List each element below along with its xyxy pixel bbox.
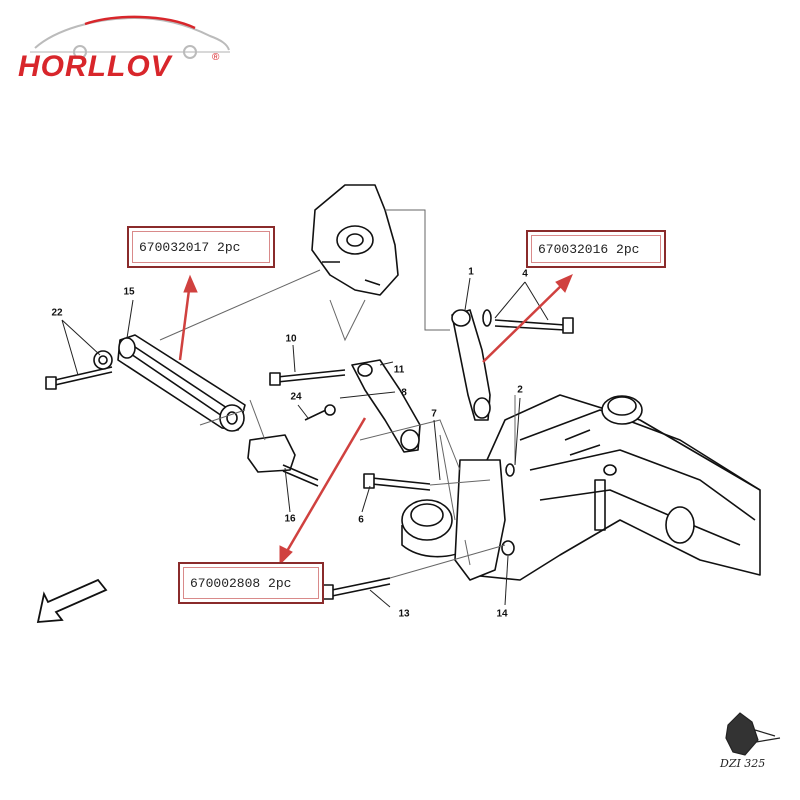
part-label-6: 6	[358, 514, 364, 526]
callout-part-670002808: 670002808 2pc	[178, 562, 324, 604]
bolts	[45, 309, 574, 600]
lateral-link-15	[117, 334, 246, 432]
part-label-24: 24	[290, 391, 302, 403]
part-label-8: 8	[401, 387, 407, 399]
callout-text: 670032017 2pc	[139, 239, 241, 255]
part-label-22: 22	[51, 307, 63, 319]
part-label-2: 2	[517, 384, 523, 396]
mount-bracket-16	[247, 434, 296, 473]
direction-arrow-icon	[36, 578, 108, 623]
steering-knuckle	[311, 184, 399, 296]
callout-text: 670002808 2pc	[190, 575, 292, 591]
part-label-1: 1	[468, 266, 474, 278]
control-arm-8	[351, 359, 421, 453]
lower-mount	[401, 499, 471, 558]
part-label-13: 13	[398, 608, 410, 620]
part-label-14: 14	[496, 608, 508, 620]
callout-text: 670032016 2pc	[538, 241, 640, 257]
part-label-11: 11	[393, 364, 405, 376]
part-label-16: 16	[284, 513, 296, 525]
part-label-7: 7	[431, 408, 437, 420]
callout-part-670032016: 670032016 2pc	[526, 230, 666, 268]
brand-registered-mark: ®	[212, 52, 220, 63]
signature-text: DZI 325	[720, 757, 766, 770]
car-outline-logo-icon	[30, 15, 230, 59]
brand-logo-text: HORLLOV	[18, 50, 172, 83]
part-label-10: 10	[285, 333, 297, 345]
part-leader-lines	[61, 277, 549, 608]
trailing-link-1	[451, 309, 491, 421]
callout-arrows	[178, 274, 573, 566]
signature-mark-icon	[725, 712, 781, 756]
callout-part-670032017: 670032017 2pc	[127, 226, 275, 268]
part-label-15: 15	[123, 286, 135, 298]
part-label-4: 4	[522, 268, 528, 280]
exploded-leader-lines	[159, 209, 516, 579]
